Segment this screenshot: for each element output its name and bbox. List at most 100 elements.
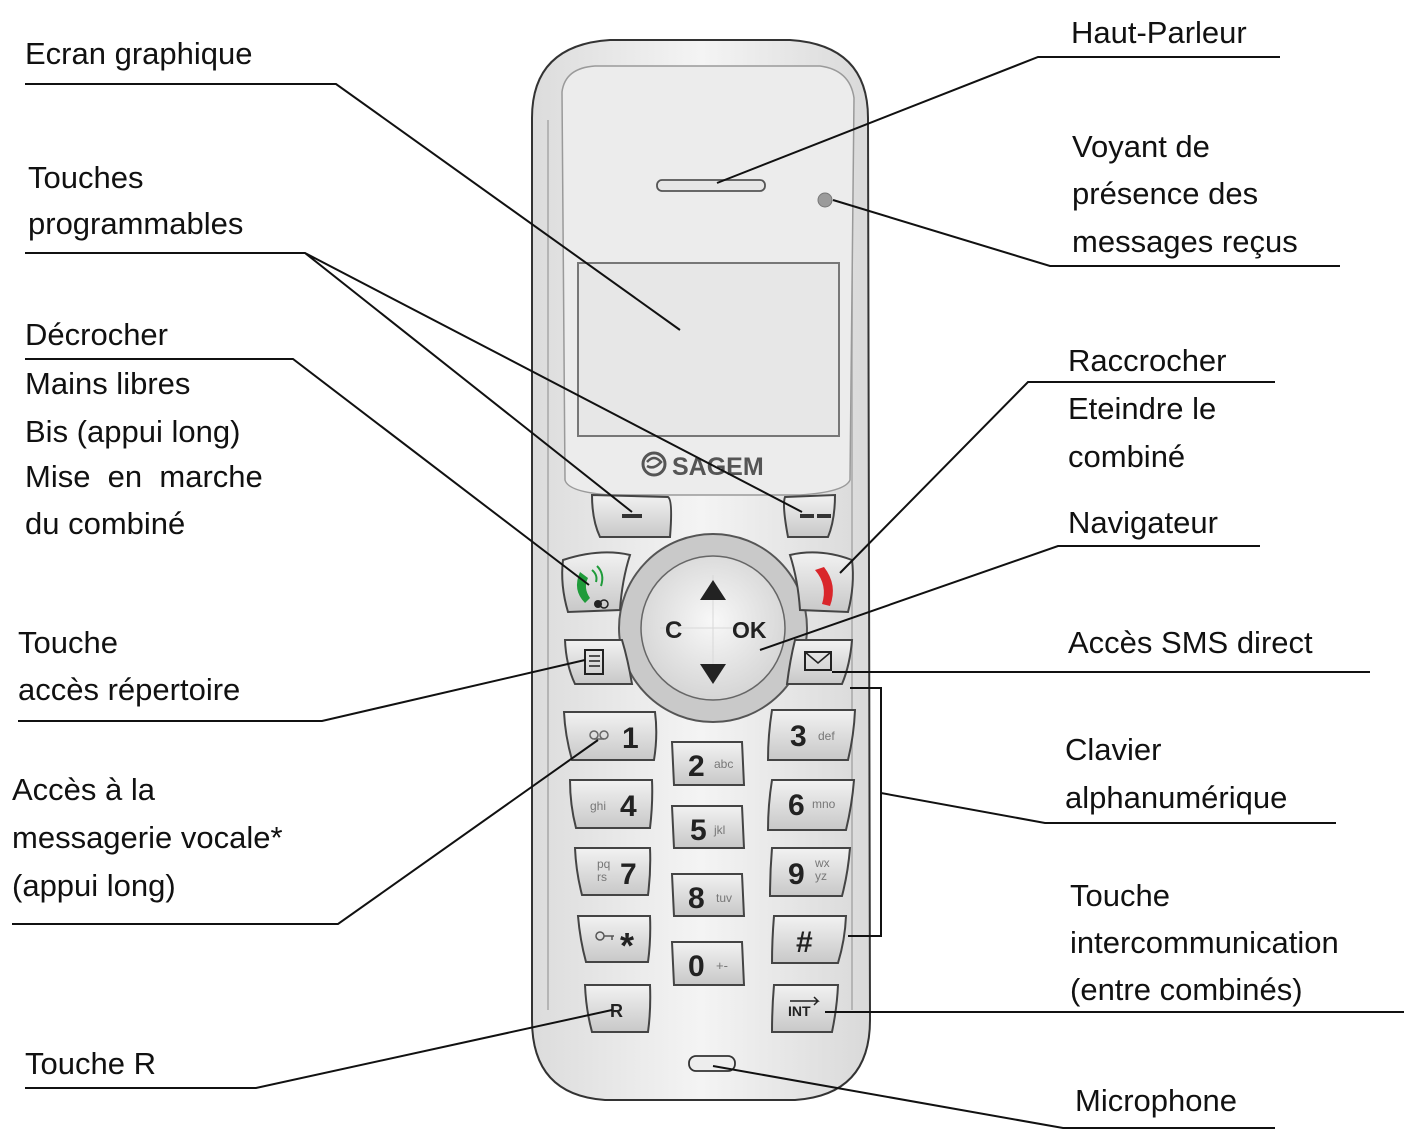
led-indicator [817, 192, 833, 208]
label-messagerie-1: Accès à la [12, 772, 156, 807]
label-haut-parleur: Haut-Parleur [1071, 15, 1247, 50]
nav-c-key[interactable]: C [665, 617, 682, 644]
label-microphone: Microphone [1075, 1083, 1237, 1118]
key-5-digit: 5 [690, 814, 707, 847]
key-star[interactable]: * [576, 915, 652, 966]
label-messagerie-2: messagerie vocale* [12, 820, 283, 855]
nav-ok-key[interactable]: OK [732, 617, 767, 643]
key-2[interactable]: 2 abc [670, 741, 746, 786]
label-touches-prog-2: programmables [28, 206, 244, 241]
arrow-down-icon[interactable] [700, 664, 726, 684]
key-4[interactable]: ghi 4 [568, 779, 654, 829]
softkey-left[interactable] [590, 493, 673, 538]
speaker-slot [656, 179, 766, 192]
key-7-letters-top: pq [597, 857, 610, 871]
label-raccrocher-1: Raccrocher [1068, 343, 1227, 378]
key-3[interactable]: 3 def [766, 709, 857, 761]
envelope-icon [804, 651, 832, 671]
key-int-label: INT [788, 1003, 811, 1019]
call-key[interactable] [561, 551, 632, 614]
label-raccrocher-2: Eteindre le [1068, 391, 1217, 426]
label-intercom-3: (entre combinés) [1070, 972, 1303, 1007]
key-9-letters-top: wx [814, 856, 830, 870]
directory-key[interactable] [563, 639, 634, 685]
leader-clavier [880, 792, 1336, 824]
label-messagerie-3: (appui long) [12, 868, 176, 903]
key-3-letters: def [818, 729, 835, 743]
label-repertoire-2: accès répertoire [18, 672, 241, 707]
book-icon [584, 649, 604, 675]
key-5[interactable]: 5 jkl [670, 805, 746, 849]
hangup-key[interactable] [788, 551, 854, 614]
sagem-logo: SAGEM [641, 451, 764, 481]
label-decrocher-1: Décrocher [25, 317, 168, 352]
key-4-digit: 4 [620, 790, 637, 823]
label-voyant-1: Voyant de [1072, 129, 1210, 164]
key-0-digit: 0 [688, 950, 705, 983]
key-7-letters-bottom: rs [597, 870, 607, 884]
label-navigateur: Navigateur [1068, 505, 1218, 540]
leader-touche-r [25, 1009, 613, 1089]
arrow-up-icon[interactable] [700, 580, 726, 600]
label-intercom-2: intercommunication [1070, 925, 1339, 960]
leader-decrocher [25, 358, 590, 586]
key-5-letters: jkl [713, 823, 725, 837]
key-8-digit: 8 [688, 882, 705, 915]
key-r[interactable]: R [583, 984, 652, 1033]
label-decrocher-3: Bis (appui long) [25, 414, 241, 449]
key-7-digit: 7 [620, 858, 637, 891]
softkey-right[interactable] [783, 493, 837, 538]
key-9-letters-bottom: yz [815, 869, 827, 883]
label-sms: Accès SMS direct [1068, 625, 1313, 660]
leader-microphone [712, 1065, 1275, 1129]
key-9-digit: 9 [788, 858, 805, 891]
brand-label: SAGEM [672, 453, 764, 481]
phone-green-icon [576, 572, 590, 603]
key-4-letters: ghi [590, 799, 606, 813]
key-hash-symbol: # [796, 926, 813, 959]
leader-messagerie [12, 739, 599, 925]
key-1-digit: 1 [622, 722, 639, 755]
key-hash[interactable]: # [770, 915, 848, 964]
key-8[interactable]: 8 tuv [670, 873, 746, 917]
key-star-symbol: * [620, 925, 634, 966]
label-clavier-1: Clavier [1065, 732, 1162, 767]
key-6-digit: 6 [788, 789, 805, 822]
leader-lines [12, 56, 1404, 1129]
key-int[interactable]: INT [770, 984, 840, 1033]
key-7[interactable]: pq rs 7 [573, 847, 652, 896]
key-3-digit: 3 [790, 720, 807, 753]
key-9[interactable]: 9 wx yz [768, 847, 852, 897]
sms-key[interactable] [785, 639, 854, 685]
intercom-arrow-icon [790, 996, 820, 1006]
leader-touches-prog [25, 252, 803, 513]
label-decrocher-4: Mise en marche [25, 459, 263, 494]
key-8-letters: tuv [716, 891, 732, 905]
leader-voyant [832, 199, 1340, 267]
label-touches-prog-1: Touches [28, 160, 144, 195]
leader-navigateur [759, 545, 1260, 651]
label-voyant-2: présence des [1072, 176, 1259, 211]
leader-repertoire [18, 659, 586, 722]
key-lock-icon [595, 931, 614, 941]
key-6[interactable]: 6 mno [766, 779, 856, 831]
leader-haut-parleur [716, 56, 1280, 184]
key-6-letters: mno [812, 797, 836, 811]
key-0[interactable]: 0 +- [670, 941, 746, 986]
key-1[interactable]: 1 [562, 711, 658, 761]
key-0-symbols: +- [716, 958, 728, 973]
key-r-label: R [610, 1001, 623, 1021]
label-voyant-3: messages reçus [1072, 224, 1298, 259]
leader-raccrocher [839, 381, 1275, 574]
label-touche-r: Touche R [25, 1046, 156, 1081]
key-2-letters: abc [714, 757, 733, 771]
label-decrocher-2: Mains libres [25, 366, 191, 401]
voicemail-icon [589, 730, 609, 740]
label-raccrocher-3: combiné [1068, 439, 1186, 474]
leader-ecran [25, 83, 681, 331]
label-clavier-2: alphanumérique [1065, 780, 1288, 815]
label-intercom-1: Touche [1070, 878, 1170, 913]
key-2-digit: 2 [688, 750, 705, 783]
